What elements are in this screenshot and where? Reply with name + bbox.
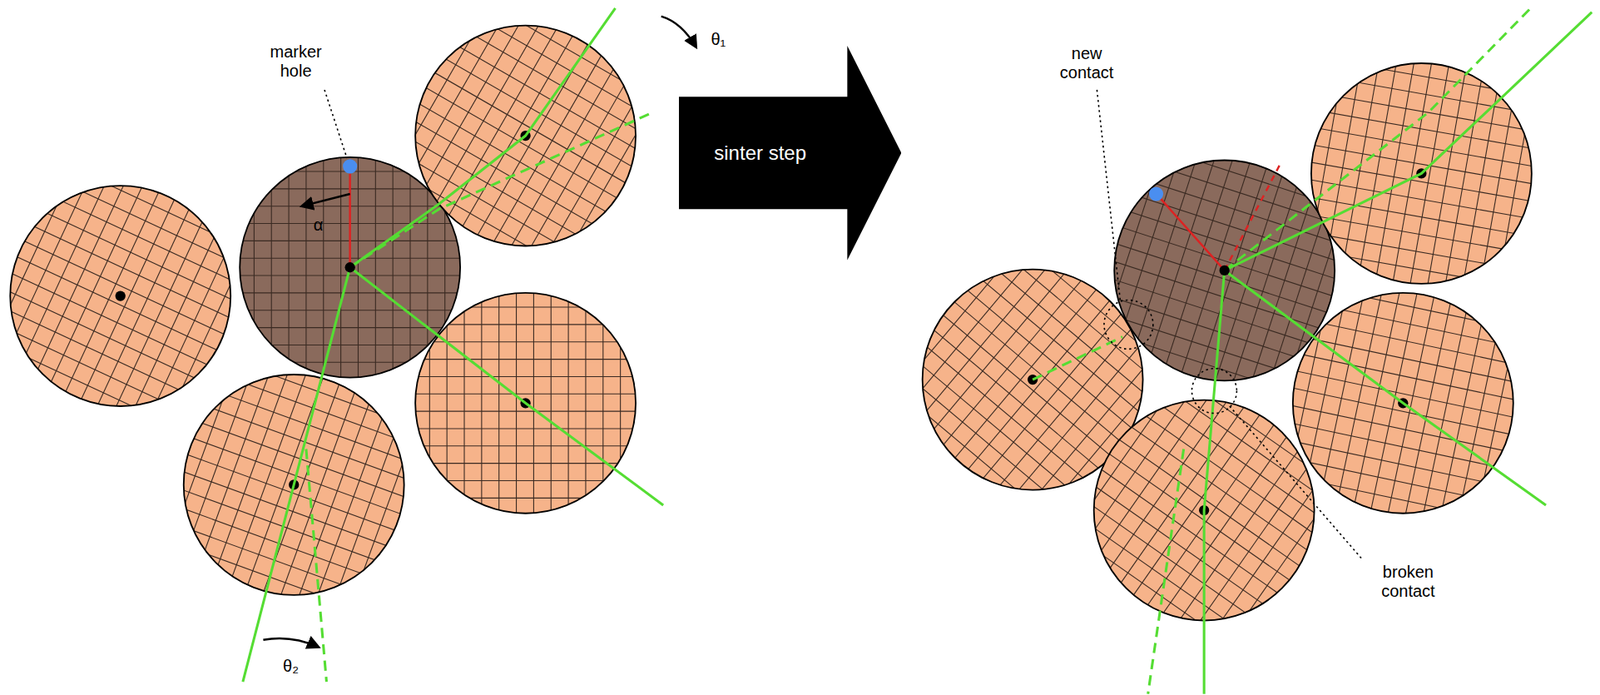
callout-label: θ₂ — [282, 655, 299, 675]
callout-label: α — [313, 214, 324, 234]
particle — [332, 0, 718, 328]
callout-label: marker hole — [255, 42, 337, 81]
callout-label: θ₁ — [710, 29, 726, 49]
arrow-text: sinter step — [713, 141, 808, 166]
contact-lines — [242, 8, 1592, 694]
callout-label: broken contact — [1362, 562, 1454, 601]
callout-label: new contact — [1045, 44, 1128, 83]
process-arrow: sinter step — [678, 45, 902, 261]
